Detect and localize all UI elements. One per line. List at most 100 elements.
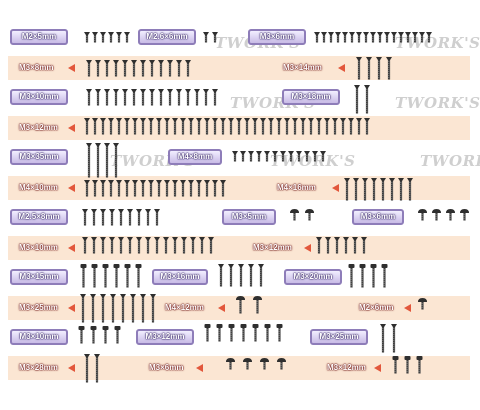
size-label: M3×16mm: [152, 269, 208, 285]
screw-icon: [364, 118, 370, 135]
screw-icon: [300, 118, 306, 135]
screw-icon: [86, 89, 92, 106]
screw-icon: [418, 298, 427, 310]
screw-icon: [104, 143, 110, 178]
screw-icon: [86, 60, 92, 77]
screw-icon: [324, 118, 330, 135]
screw-icon: [113, 60, 119, 77]
screw-icon: [256, 151, 262, 162]
screw-icon: [127, 209, 133, 226]
screw-icon: [386, 57, 392, 80]
screw-icon: [290, 209, 299, 221]
row-band: [8, 56, 470, 80]
screw-icon: [370, 264, 377, 288]
screw-icon: [91, 264, 98, 288]
screw-group: [418, 298, 427, 310]
row-band: [8, 236, 470, 260]
screw-icon: [140, 60, 146, 77]
size-label: M4×10mm: [19, 183, 58, 192]
screw-icon: [244, 118, 250, 135]
screw-icon: [356, 57, 362, 80]
screw-icon: [240, 151, 246, 162]
screw-group: [348, 264, 388, 288]
screw-icon: [432, 209, 441, 221]
screw-group: [314, 32, 432, 43]
screw-icon: [416, 356, 423, 374]
screw-icon: [185, 89, 191, 106]
screw-icon: [116, 32, 122, 43]
screw-icon: [188, 180, 194, 197]
screw-icon: [154, 237, 160, 254]
arrow-left-icon: [304, 244, 311, 252]
screw-icon: [212, 32, 218, 43]
screw-group: [316, 237, 367, 254]
screw-icon: [94, 354, 100, 383]
screw-icon: [82, 209, 88, 226]
size-label: M2×6mm: [359, 303, 394, 312]
screw-icon: [363, 32, 369, 43]
screw-icon: [418, 209, 427, 221]
screw-icon: [86, 143, 92, 178]
size-label: M3×18mm: [282, 89, 340, 105]
screw-group: [226, 358, 286, 370]
screw-icon: [156, 118, 162, 135]
size-label: M4×16mm: [277, 183, 316, 192]
screw-icon: [376, 57, 382, 80]
screw-icon: [82, 237, 88, 254]
screw-icon: [92, 118, 98, 135]
watermark: TWORK'S: [420, 152, 480, 170]
screw-icon: [136, 209, 142, 226]
screw-icon: [325, 237, 331, 254]
screw-icon: [304, 151, 310, 162]
screw-icon: [109, 237, 115, 254]
size-label: M3×5mm: [222, 209, 276, 225]
screw-icon: [145, 237, 151, 254]
size-label: M3×8mm: [19, 63, 54, 72]
screw-icon: [130, 294, 136, 323]
screw-icon: [148, 118, 154, 135]
size-label: M3×6mm: [352, 209, 404, 225]
screw-icon: [114, 326, 121, 344]
screw-icon: [124, 264, 131, 288]
screw-icon: [180, 180, 186, 197]
screw-icon: [164, 180, 170, 197]
screw-icon: [124, 32, 130, 43]
screw-icon: [100, 118, 106, 135]
screw-icon: [277, 358, 286, 370]
screw-icon: [228, 264, 234, 287]
screw-icon: [176, 60, 182, 77]
screw-icon: [208, 237, 214, 254]
screw-icon: [252, 324, 259, 342]
screw-icon: [220, 180, 226, 197]
size-label: M3×10mm: [10, 329, 68, 345]
screw-icon: [362, 178, 368, 201]
arrow-left-icon: [218, 304, 225, 312]
screw-icon: [154, 209, 160, 226]
screw-icon: [292, 118, 298, 135]
screw-icon: [185, 60, 191, 77]
screw-icon: [196, 118, 202, 135]
screw-icon: [381, 264, 388, 288]
screw-icon: [100, 180, 106, 197]
screw-group: [84, 118, 370, 135]
screw-icon: [120, 294, 126, 323]
screw-icon: [108, 32, 114, 43]
screw-icon: [203, 89, 209, 106]
screw-group: [82, 209, 160, 226]
screw-icon: [419, 32, 425, 43]
screw-group: [356, 57, 392, 80]
screw-icon: [316, 118, 322, 135]
screw-icon: [284, 118, 290, 135]
screw-icon: [140, 294, 146, 323]
screw-group: [86, 143, 119, 178]
screw-icon: [320, 151, 326, 162]
arrow-left-icon: [68, 304, 75, 312]
screw-icon: [132, 180, 138, 197]
screw-icon: [426, 32, 432, 43]
screw-icon: [100, 32, 106, 43]
screw-icon: [140, 89, 146, 106]
screw-icon: [131, 60, 137, 77]
screw-icon: [100, 209, 106, 226]
screw-icon: [176, 89, 182, 106]
screw-icon: [122, 60, 128, 77]
